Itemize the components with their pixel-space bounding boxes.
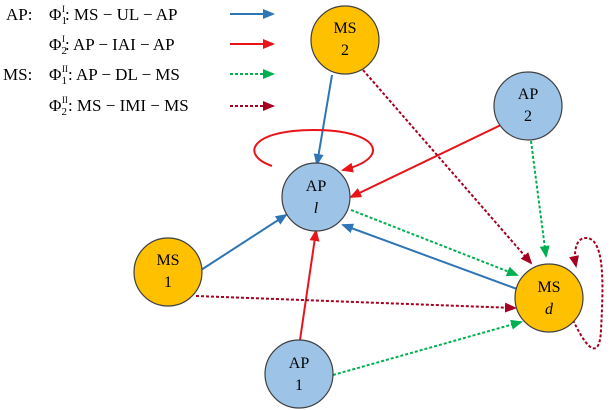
node-ap-l[interactable]: AP l: [281, 162, 351, 232]
node-ms-2-circle: [310, 5, 380, 75]
legend-role-ap: AP:: [6, 5, 32, 24]
edge-ms2-to-apl-ul: [313, 74, 333, 166]
node-ap-2[interactable]: AP 2: [493, 71, 563, 141]
edge-ap1-to-apl-iai: [299, 229, 320, 341]
legend-row-ul: AP: Φ1I: MS − UL − AP: [6, 4, 275, 27]
legend-row-iai: Φ2I: AP − IAI − AP: [49, 34, 275, 57]
node-ap-l-index: l: [314, 200, 319, 217]
legend-role-ms: MS:: [3, 65, 32, 84]
node-ap-1[interactable]: AP 1: [264, 339, 334, 409]
node-ap-1-label: AP: [289, 355, 310, 372]
node-ms-d-label: MS: [537, 279, 560, 296]
node-ms-d-index: d: [545, 301, 554, 318]
edge-ap1-to-msd-dl: [332, 319, 523, 376]
node-ap-l-label: AP: [306, 178, 327, 195]
edge-ms1-to-apl-ul: [200, 213, 288, 271]
node-ms-d-circle: [514, 263, 584, 333]
node-ms-2[interactable]: MS 2: [310, 5, 380, 75]
legend: AP: Φ1I: MS − UL − AP Φ2I: AP − IAI − AP…: [3, 4, 275, 118]
node-ms-1-index: 1: [164, 274, 172, 291]
node-ms-2-label: MS: [333, 20, 356, 37]
node-ap-2-label: AP: [518, 86, 539, 103]
edge-msd-self-loop-imi: [569, 236, 604, 350]
node-ms-1-label: MS: [156, 252, 179, 269]
nodes: MS 2 AP 2 AP l MS 1 MS d AP 1: [133, 5, 584, 409]
edge-msd-to-apl-ul: [341, 223, 518, 290]
legend-label-iai: Φ2I: AP − IAI − AP: [49, 34, 175, 57]
edge-ap2-to-apl-iai: [349, 123, 504, 198]
node-ms-1-circle: [133, 237, 203, 307]
node-ms-2-index: 2: [341, 42, 349, 59]
node-ap-2-circle: [493, 71, 563, 141]
edge-ap2-to-msd-dl: [530, 140, 550, 258]
node-ap-l-circle: [281, 162, 351, 232]
edge-ms2-to-msd-imi: [362, 69, 533, 265]
edge-ms1-to-msd-imi: [195, 295, 517, 313]
legend-row-dl: MS: Φ1II: AP − DL − MS: [3, 64, 275, 87]
legend-label-imi: Φ2II: MS − IMI − MS: [49, 95, 189, 118]
legend-label-ul: Φ1I: MS − UL − AP: [49, 4, 177, 27]
node-ms-1[interactable]: MS 1: [133, 237, 203, 307]
node-ap-1-index: 1: [295, 377, 303, 394]
edges: [195, 69, 604, 376]
legend-label-dl: Φ1II: AP − DL − MS: [49, 64, 180, 87]
node-ap-1-circle: [264, 339, 334, 409]
legend-row-imi: Φ2II: MS − IMI − MS: [49, 95, 275, 118]
node-ms-d[interactable]: MS d: [514, 263, 584, 333]
node-ap-2-index: 2: [524, 108, 532, 125]
edge-apl-self-loop-iai: [253, 128, 374, 173]
